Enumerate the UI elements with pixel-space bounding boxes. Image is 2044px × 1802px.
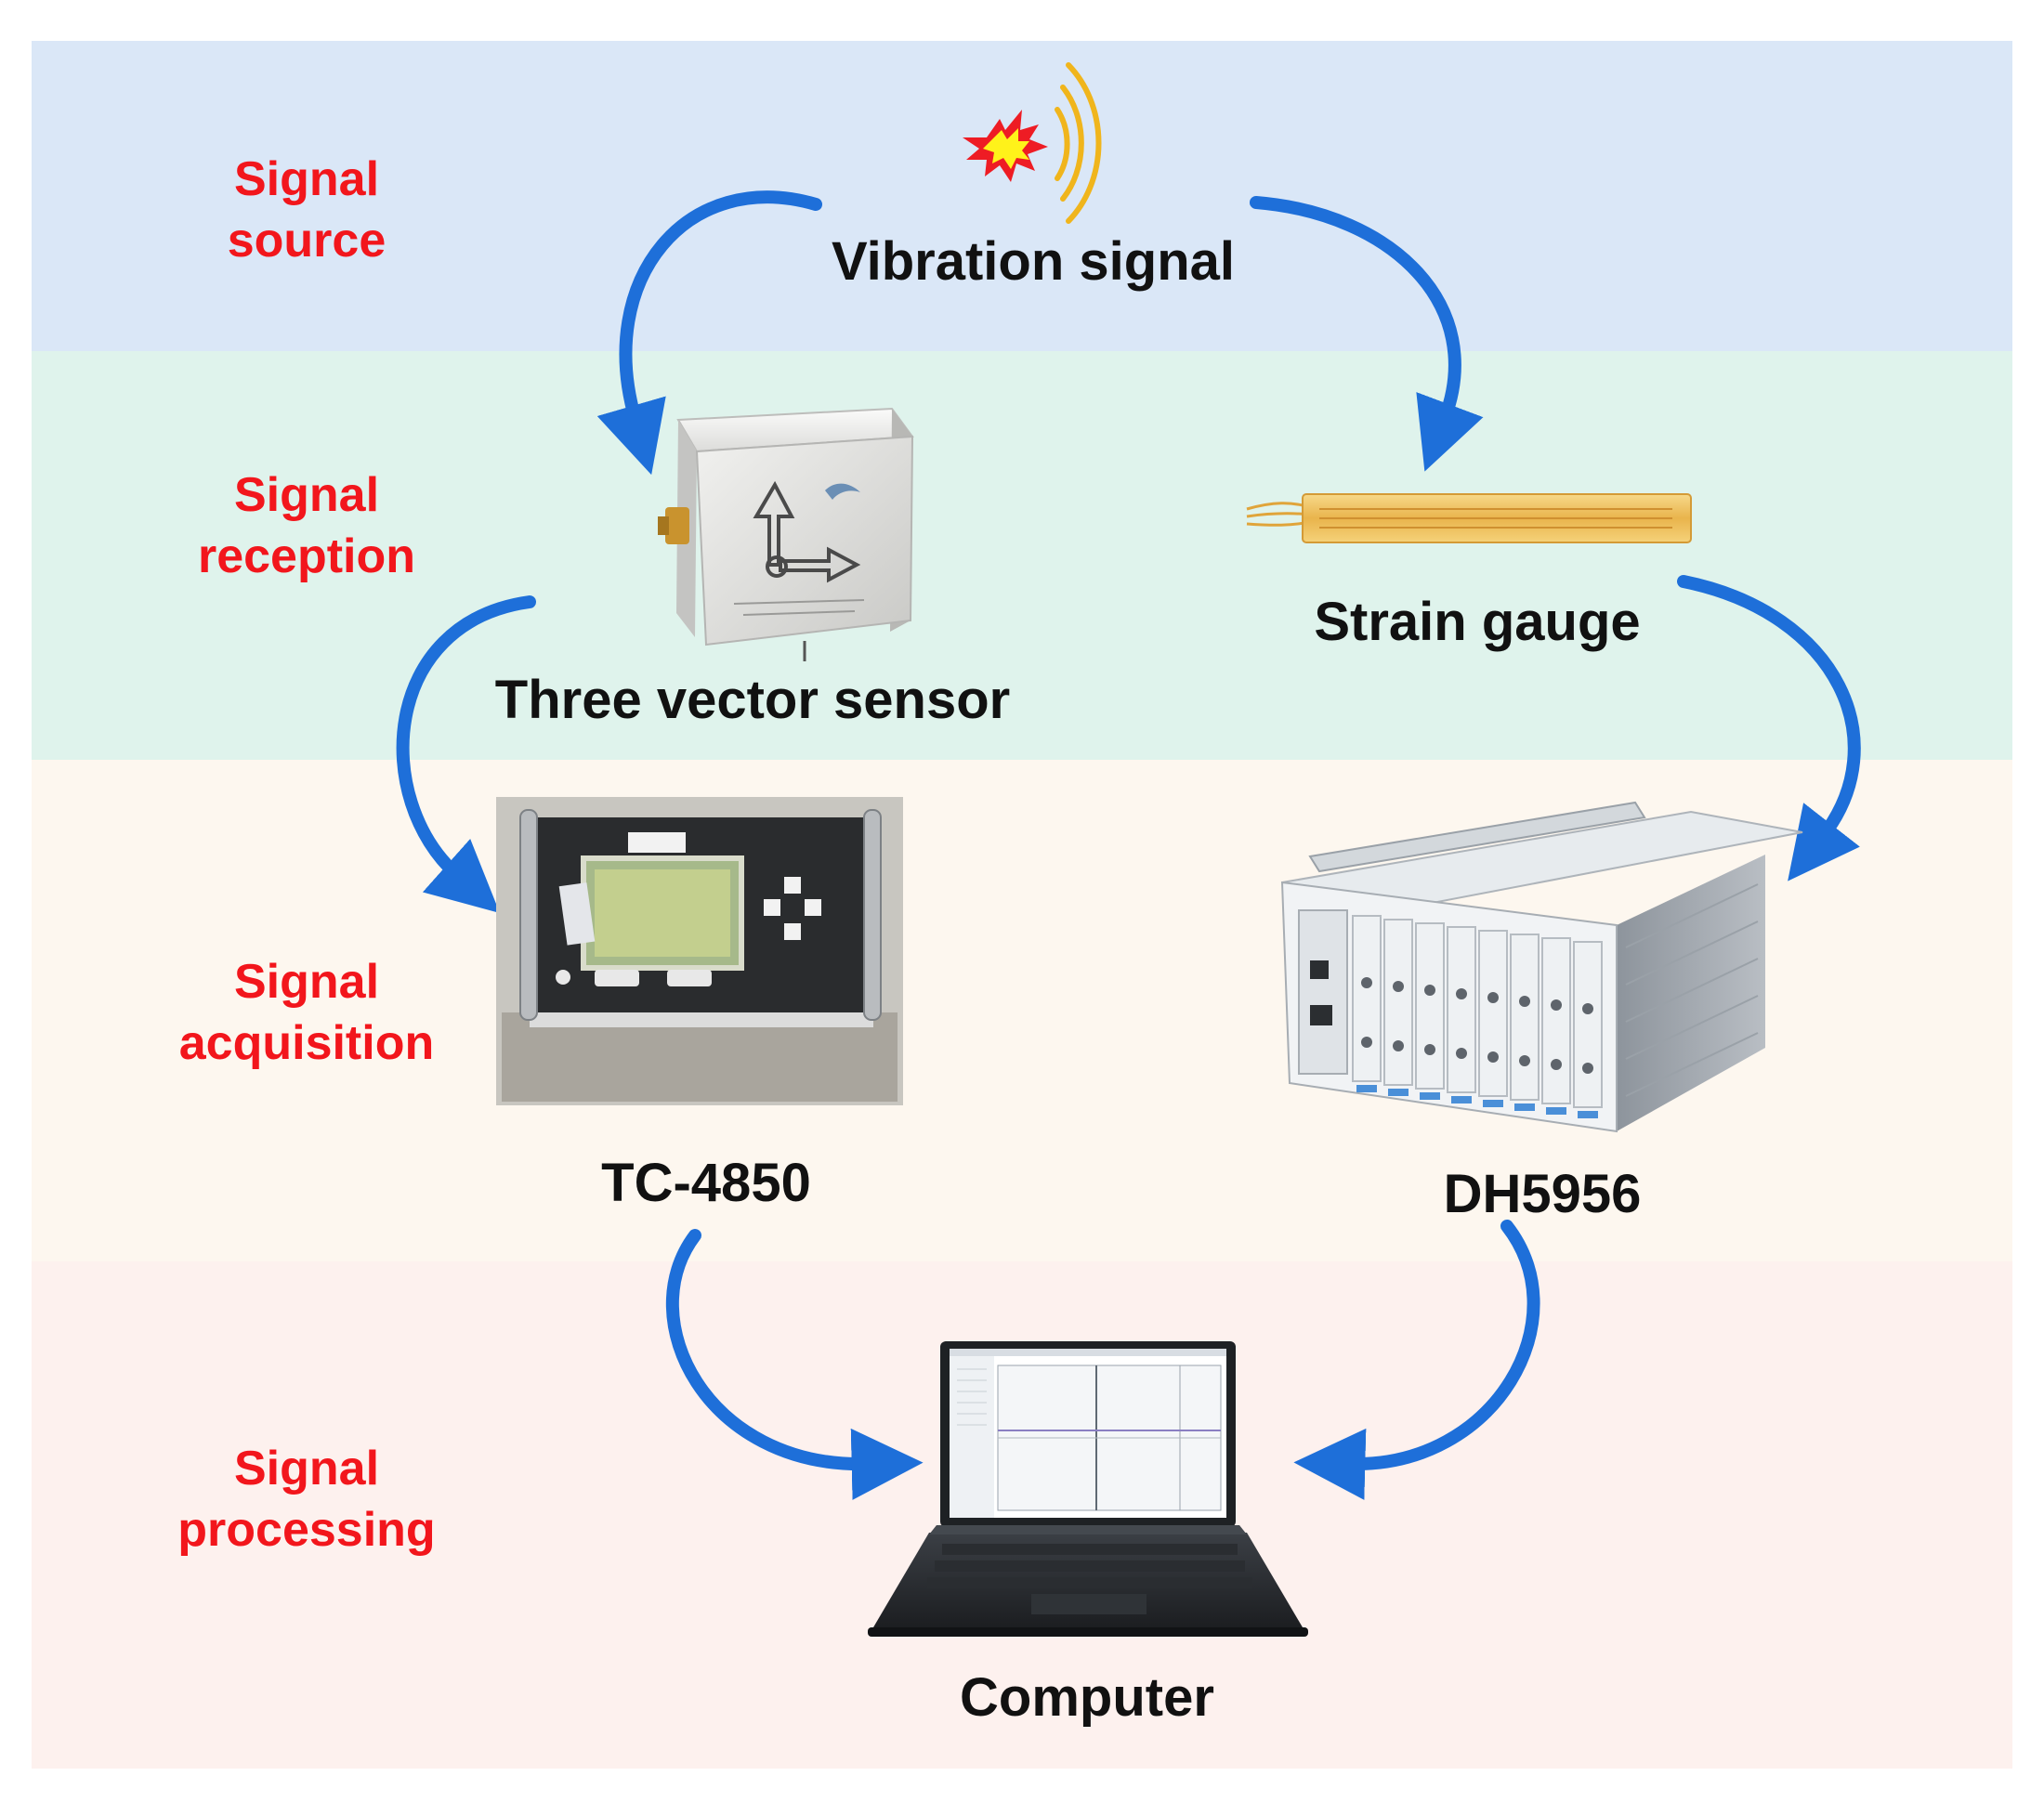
- explosion-burst-icon: [963, 110, 1048, 182]
- stage-label-reception: Signal reception: [111, 464, 502, 587]
- node-label-three-vector-sensor: Three vector sensor: [494, 670, 1011, 730]
- stage-label-acquisition-line2: acquisition: [178, 1016, 435, 1070]
- arrow-vibration-to-strain: [1250, 196, 1484, 472]
- node-label-computer: Computer: [960, 1667, 1214, 1728]
- stage-label-processing: Signal processing: [111, 1438, 502, 1560]
- node-label-vibration-signal: Vibration signal: [831, 231, 1235, 292]
- node-label-dh5956: DH5956: [1443, 1164, 1642, 1224]
- band-signal-reception: [32, 351, 2012, 760]
- arrow-sensor-to-tc4850: [396, 595, 536, 914]
- arrow-strain-to-dh5956: [1677, 575, 1861, 881]
- node-label-tc-4850: TC-4850: [601, 1153, 811, 1213]
- arrow-tc4850-to-computer: [665, 1229, 924, 1500]
- node-label-strain-gauge: Strain gauge: [1314, 592, 1641, 652]
- stage-label-source: Signal source: [111, 149, 502, 271]
- arrow-dh5956-to-computer: [1293, 1220, 1540, 1500]
- laptop-icon: [868, 1341, 1308, 1637]
- stage-label-reception-line1: Signal: [233, 468, 380, 522]
- tc-4850-device-icon: [496, 797, 903, 1105]
- stage-label-acquisition: Signal acquisition: [111, 951, 502, 1074]
- band-signal-source: [32, 41, 2012, 351]
- flow-arrows: [396, 190, 1861, 1500]
- stage-label-acquisition-line1: Signal: [233, 955, 380, 1009]
- dh5956-module-slots: [1352, 915, 1603, 1108]
- stage-label-processing-line2: processing: [177, 1503, 436, 1557]
- arrow-vibration-to-sensor: [596, 190, 822, 476]
- cube-sensor-icon: [658, 407, 914, 661]
- stage-label-reception-line2: reception: [197, 529, 416, 583]
- stage-label-source-line1: Signal: [233, 152, 380, 206]
- strain-gauge-icon: [1246, 493, 1692, 543]
- dh5956-device-icon: [1280, 801, 1803, 1133]
- stage-label-source-line2: source: [227, 214, 387, 268]
- stage-label-processing-line1: Signal: [233, 1442, 380, 1495]
- vibration-wave-icon: [1055, 62, 1102, 224]
